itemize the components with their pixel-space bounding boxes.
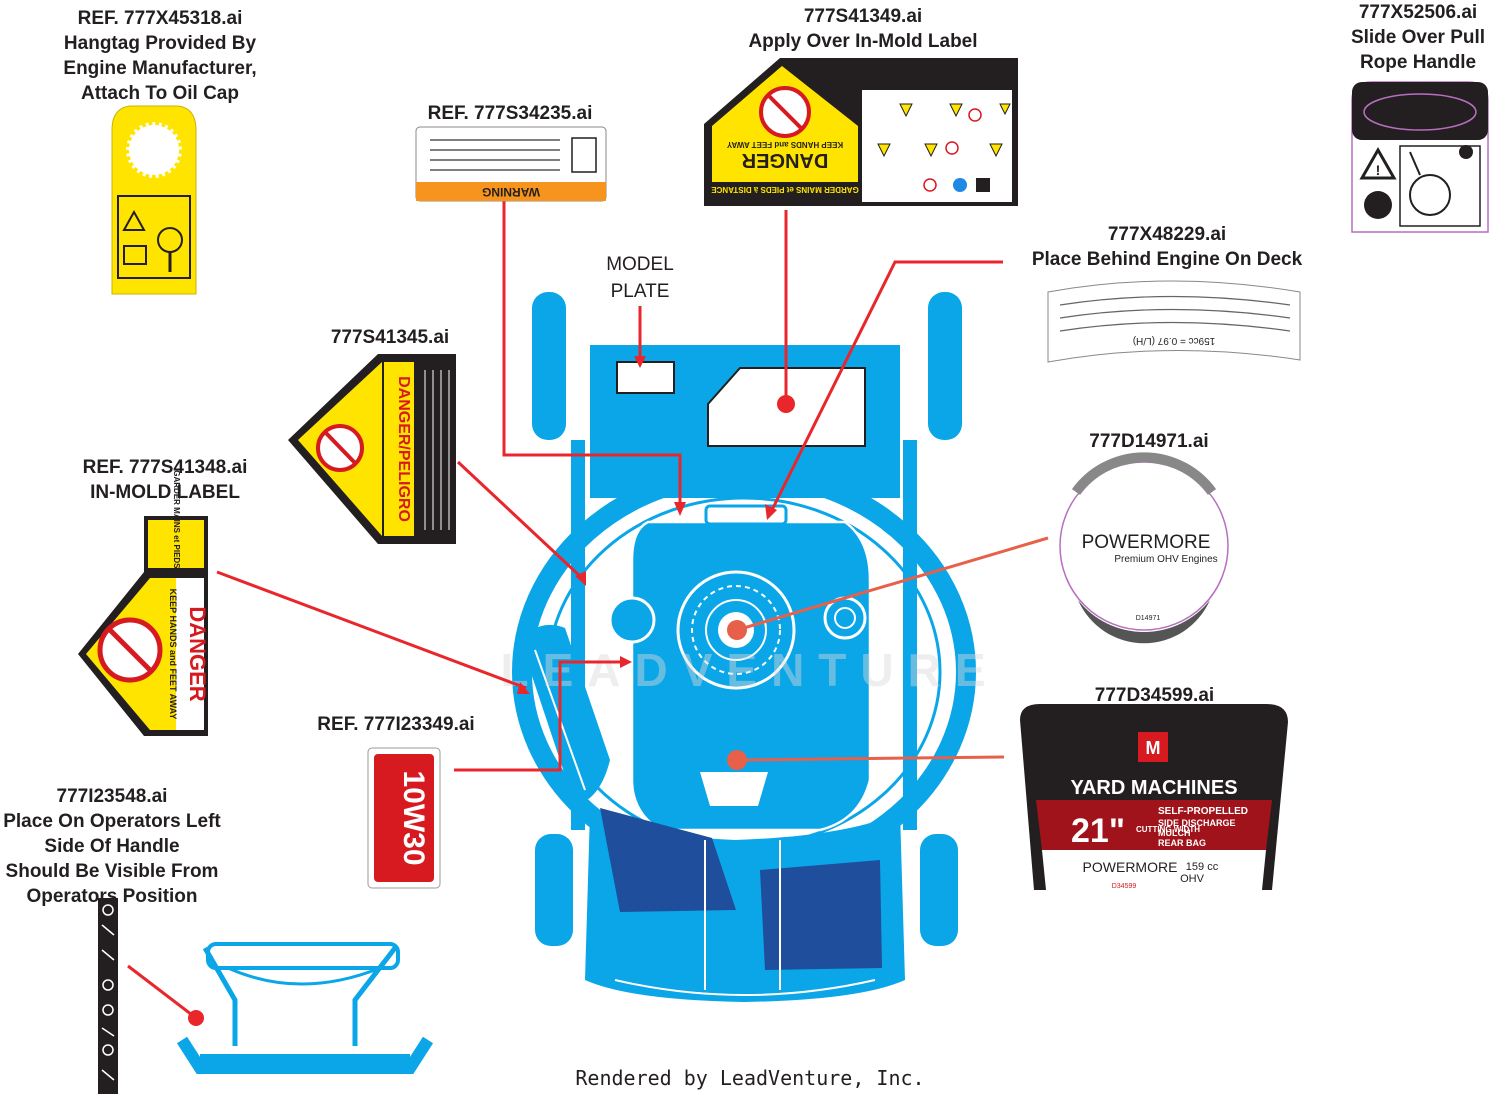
callout-hangtag-line-1: REF. 777X45318.ai [77,8,243,29]
powermore-decal: POWERMORE Premium OHV Engines D14971 [1059,452,1229,644]
powermore-brand: POWERMORE [1082,532,1211,553]
yard-machines-decal: M YARD MACHINES 21" CUTTING WIDTH SELF-P… [1020,704,1288,890]
leader-yard-machines [736,755,1005,762]
callout-in-mold: REF. 777S41348.ai IN-MOLD LABEL [50,455,280,505]
callout-handle-line-3: Side Of Handle [44,836,180,857]
oil-grade: 10W30 [397,770,430,865]
fuel-consumption-line: 159cc = 0.97 (L/H) [1133,335,1216,346]
in-mold-decal: GARDER MAINS et PIEDS à DISTANCE DANGER … [78,470,210,736]
mower-illustration: LEADVENTURE [500,292,999,1002]
oil-cap [608,596,656,644]
leader-danger-peligro [456,460,584,580]
leader-in-mold [216,570,527,690]
warning-decal: WARNING [415,126,607,202]
garder-in-mold: GARDER MAINS et PIEDS à DISTANCE [172,470,181,618]
svg-text:LEADVENTURE: LEADVENTURE [500,644,999,696]
engine-badge-area [700,772,768,806]
callout-hangtag: REF. 777X45318.ai Hangtag Provided By En… [20,6,300,106]
callout-apply-over-line-1: 777S41349.ai [803,6,923,27]
callout-danger-peligro-line-1: 777S41345.ai [330,327,450,348]
callout-handle: 777I23548.ai Place On Operators Left Sid… [0,784,224,909]
feature-2: SIDE DISCHARGE [1158,818,1236,828]
rear-left-wheel [532,292,566,440]
callout-powermore: 777D14971.ai [1064,429,1234,454]
danger-word-in-mold: DANGER [185,606,210,701]
behind-engine-decal: 159cc = 0.97 (L/H) [1047,280,1301,363]
callout-powermore-line-1: 777D14971.ai [1089,431,1209,452]
yard-code: D34599 [1112,883,1137,890]
callout-apply-over: 777S41349.ai Apply Over In-Mold Label [713,4,1013,54]
callout-danger-peligro: 777S41345.ai [300,325,480,350]
danger-word-apply: DANGER [741,149,828,171]
callout-yard-machines-line-1: 777D34599.ai [1094,685,1215,706]
callout-handle-line-5: Operators Position [26,886,198,907]
oil-decal: 10W30 [367,747,441,889]
pull-rope-decal: ! [1351,81,1489,233]
keep-away-in-mold: KEEP HANDS and FEET AWAY [168,589,178,720]
callout-model-plate: MODEL PLATE [590,251,690,305]
danger-peligro-decal: DANGER/PELIGRO [288,354,456,544]
yard-displacement: 159 cc [1186,861,1219,873]
front-right-wheel [920,834,958,946]
feature-1: SELF-PROPELLED [1158,806,1248,817]
footer-credit: Rendered by LeadVenture, Inc. [575,1066,925,1090]
powermore-sub: Premium OHV Engines [1114,554,1217,565]
callout-in-mold-line-1: REF. 777S41348.ai [82,457,248,478]
callout-hangtag-line-4: Attach To Oil Cap [81,83,239,104]
callout-handle-line-2: Place On Operators Left [3,811,221,832]
arrow-warning [674,502,686,516]
callout-behind-engine-line-1: 777X48229.ai [1107,224,1227,245]
feature-4: REAR BAG [1158,838,1206,848]
callout-pull-rope: 777X52506.ai Slide Over Pull Rope Handle [1318,0,1500,75]
callout-behind-engine: 777X48229.ai Place Behind Engine On Deck [1007,222,1327,272]
callout-warning-ref: REF. 777S34235.ai [400,101,620,126]
callout-in-mold-line-2: IN-MOLD LABEL [90,482,240,503]
svg-text:M: M [1146,738,1161,758]
front-shroud [600,808,736,912]
leader-handle [127,964,197,1020]
callout-yard-machines: 777D34599.ai [1072,683,1237,708]
callout-behind-engine-line-2: Place Behind Engine On Deck [1031,249,1303,270]
callout-warning-ref-line-1: REF. 777S34235.ai [427,103,593,124]
powermore-code: D14971 [1136,615,1161,622]
callout-pull-rope-line-1: 777X52506.ai [1358,2,1478,23]
callout-pull-rope-line-3: Rope Handle [1359,52,1477,73]
model-plate-slot [616,361,675,394]
callout-model-plate-line-2: PLATE [610,281,670,302]
hangtag-decal [111,105,197,295]
callout-apply-over-line-2: Apply Over In-Mold Label [748,31,978,52]
rear-right-wheel [928,292,962,440]
callout-handle-line-4: Should Be Visible From [5,861,219,882]
apply-over-decal: DANGER KEEP HANDS and FEET AWAY GARDER M… [704,58,1018,206]
front-left-wheel [535,834,573,946]
fuel-cap [823,596,867,640]
feature-3: MULCH [1158,828,1191,838]
garder-apply: GARDER MAINS et PIEDS à DISTANCE [711,185,859,194]
yard-ohv: OHV [1180,873,1205,885]
callout-oil: REF. 777I23349.ai [296,712,496,737]
leader-oil [454,660,625,772]
leader-warning [502,200,682,505]
callout-oil-line-1: REF. 777I23349.ai [317,714,475,735]
yard-powermore: POWERMORE [1083,859,1178,875]
handle-decal [98,898,118,1094]
leader-lines [127,200,1003,1026]
callout-hangtag-line-2: Hangtag Provided By [63,33,257,54]
keep-away-apply: KEEP HANDS and FEET AWAY [726,140,843,149]
svg-text:!: ! [1376,162,1381,178]
callout-pull-rope-line-2: Slide Over Pull [1350,27,1486,48]
yard-size: 21" [1071,812,1125,850]
callout-model-plate-line-1: MODEL [606,254,674,275]
danger-peligro-word: DANGER/PELIGRO [395,376,412,522]
callout-handle-line-1: 777I23548.ai [56,786,168,807]
warning-word: WARNING [482,185,540,199]
leader-behind-engine [770,260,1003,511]
leader-powermore [736,536,1049,632]
callout-hangtag-line-3: Engine Manufacturer, [63,58,257,79]
handle-illustration [176,942,434,1074]
cutting-width: CUTTING WIDTH [1136,825,1200,834]
yard-brand: YARD MACHINES [1070,777,1237,799]
